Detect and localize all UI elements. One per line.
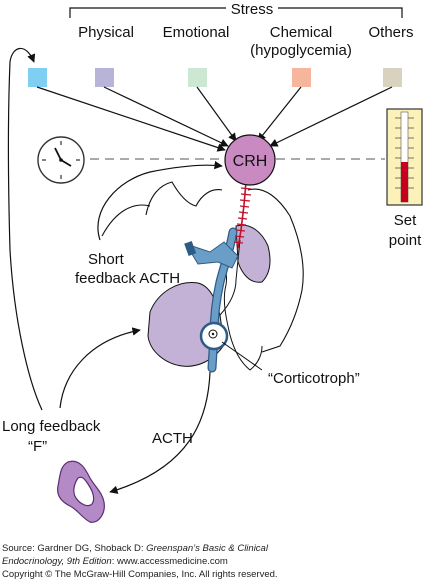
corticotroph-pointer — [221, 341, 263, 371]
stressor-label-emotional: Emotional — [163, 24, 230, 41]
corticotroph-label: “Corticotroph” — [268, 370, 360, 387]
long-feedback-pituitary-arrow — [59, 327, 141, 409]
stress-label: Stress — [231, 1, 274, 18]
set-point-label-2: point — [389, 232, 422, 249]
crh-axon — [233, 181, 252, 249]
footer-source-line2: Endocrinology, 9th Edition: www.accessme… — [2, 556, 228, 567]
short-feedback-label-2: feedback ACTH — [75, 270, 180, 287]
acth-label: ACTH — [152, 430, 193, 447]
short-feedback-label-1: Short — [88, 251, 125, 268]
stressor-box-chemical — [292, 68, 311, 87]
footer-source: Source: Gardner DG, Shoback D: Greenspan… — [2, 543, 268, 554]
short-feedback-arrow — [97, 160, 223, 241]
corticotroph-cell — [199, 321, 229, 351]
thermometer-icon — [386, 108, 423, 206]
stressor-label-others: Others — [368, 24, 413, 41]
set-point-label-1: Set — [394, 212, 417, 229]
long-feedback-loop-arrow — [7, 47, 43, 411]
brain-outline-left — [101, 204, 151, 237]
adrenal-gland — [57, 460, 105, 523]
stress-bracket — [69, 7, 403, 18]
stressor-box-feedback — [28, 68, 47, 87]
long-feedback-label-1: Long feedback — [2, 418, 101, 435]
stressor-arrows — [36, 86, 393, 152]
stressor-label-chemical: Chemical — [270, 24, 333, 41]
stressor-box-others — [383, 68, 402, 87]
crh-neuron — [224, 134, 276, 186]
long-feedback-label-2: “F” — [28, 438, 47, 455]
stressor-box-physical — [95, 68, 114, 87]
stressor-label-physical: Physical — [78, 24, 134, 41]
hypothalamus-outline — [145, 181, 304, 353]
crh-label: CRH — [233, 153, 268, 170]
clock-icon — [37, 136, 85, 184]
footer-copyright: Copyright © The McGraw-Hill Companies, I… — [2, 569, 278, 579]
stressor-box-emotional — [188, 68, 207, 87]
pituitary-stalk-outline — [219, 239, 241, 316]
stressor-label-hypoglycemia: (hypoglycemia) — [250, 42, 352, 59]
acth-arrow — [109, 371, 211, 494]
